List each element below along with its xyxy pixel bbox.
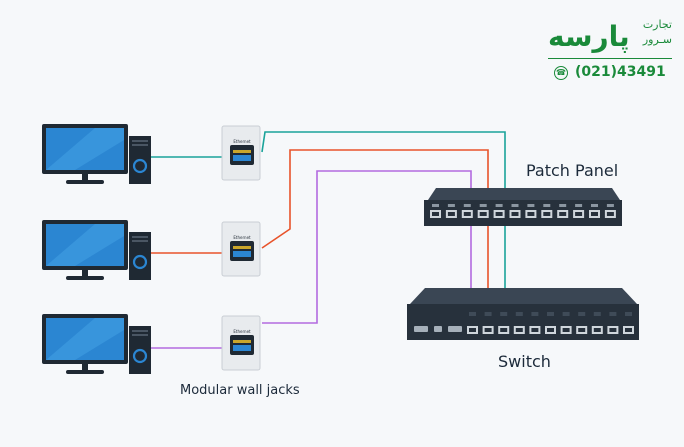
- monitor-stand: [82, 174, 88, 181]
- logo-name: پارسه: [548, 20, 631, 53]
- teal-cable: [150, 131, 506, 330]
- patch-panel: [424, 188, 622, 226]
- cables: [150, 131, 506, 349]
- wall-jacks-label: Modular wall jacks: [180, 383, 300, 398]
- patch-panel-label: Patch Panel: [526, 161, 619, 180]
- brand-logo: پارسه تجارت سـرور ☎ (021)43491: [548, 16, 672, 84]
- network-switch: [407, 288, 639, 340]
- logo-line1: تجارت: [642, 18, 672, 31]
- power-ring: [132, 158, 148, 174]
- logo-line2: سـرور: [642, 33, 672, 46]
- wall-jack-1: Ethernet: [221, 125, 261, 181]
- computer-1: [42, 124, 151, 184]
- jack-label: Ethernet: [233, 139, 251, 144]
- logo-phone: (021)43491: [575, 64, 666, 80]
- computer-3: [42, 314, 151, 374]
- phone-icon: ☎: [554, 66, 568, 80]
- logo-divider: [548, 58, 672, 59]
- switch-label: Switch: [498, 352, 551, 371]
- computer-2: [42, 220, 151, 280]
- svg-text:Ethernet: Ethernet: [233, 329, 251, 334]
- monitor-glare: [46, 128, 124, 170]
- wall-jack-3: Ethernet: [221, 315, 261, 371]
- monitor-base: [66, 180, 104, 184]
- svg-text:Ethernet: Ethernet: [233, 235, 251, 240]
- wall-jack-2: Ethernet: [221, 221, 261, 277]
